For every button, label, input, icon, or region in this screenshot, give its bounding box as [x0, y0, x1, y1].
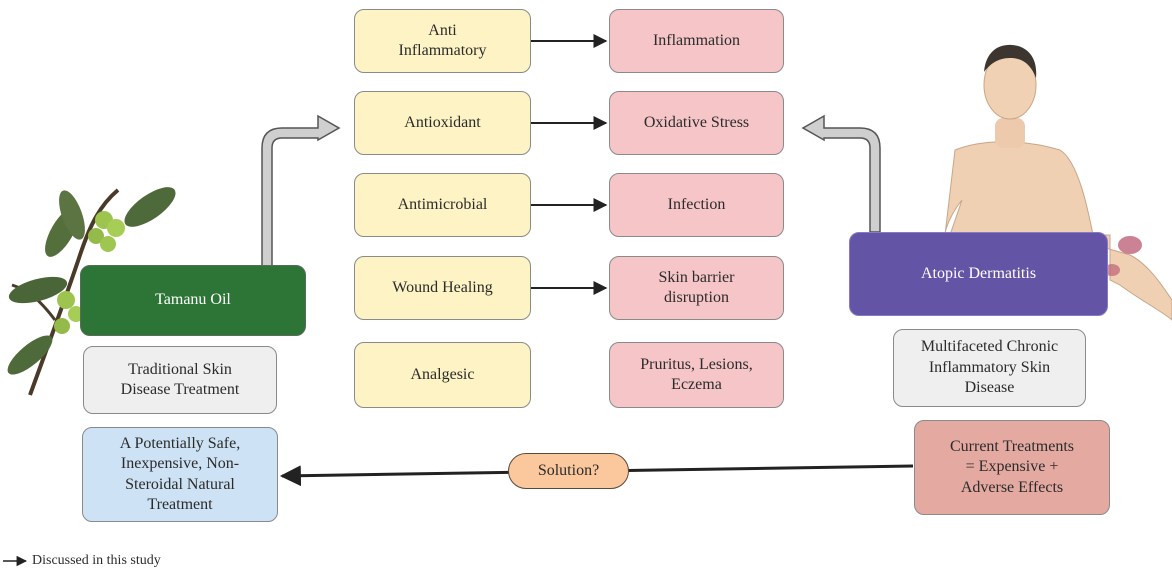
disease-description-box: Multifaceted Chronic Inflammatory Skin D… — [893, 329, 1086, 407]
target-box-pruritus: Pruritus, Lesions, Eczema — [609, 342, 784, 408]
disease-to-targets-arrow — [801, 114, 881, 233]
tamanu-oil-box: Tamanu Oil — [80, 265, 306, 336]
plant-branch-icon — [7, 187, 176, 396]
traditional-treatment-box: Traditional Skin Disease Treatment — [83, 346, 277, 414]
target-box-infection: Infection — [609, 173, 784, 237]
solution-pill: Solution? — [508, 453, 629, 489]
natural-treatment-box: A Potentially Safe, Inexpensive, Non- St… — [82, 427, 278, 522]
property-box-analgesic: Analgesic — [354, 342, 531, 408]
current-treatments-box: Current Treatments = Expensive + Adverse… — [914, 420, 1110, 515]
target-box-skin-barrier: Skin barrier disruption — [609, 256, 784, 320]
property-box-antioxidant: Antioxidant — [354, 91, 531, 155]
target-box-inflammation: Inflammation — [609, 9, 784, 73]
oil-to-properties-arrow — [261, 114, 341, 269]
human-figure-icon — [944, 44, 1172, 321]
property-box-wound-healing: Wound Healing — [354, 256, 531, 320]
legend-label: Discussed in this study — [32, 553, 161, 568]
property-box-antimicrobial: Antimicrobial — [354, 173, 531, 237]
property-box-anti-inflammatory: Anti Inflammatory — [354, 9, 531, 73]
atopic-dermatitis-box: Atopic Dermatitis — [849, 232, 1108, 316]
target-box-oxidative-stress: Oxidative Stress — [609, 91, 784, 155]
